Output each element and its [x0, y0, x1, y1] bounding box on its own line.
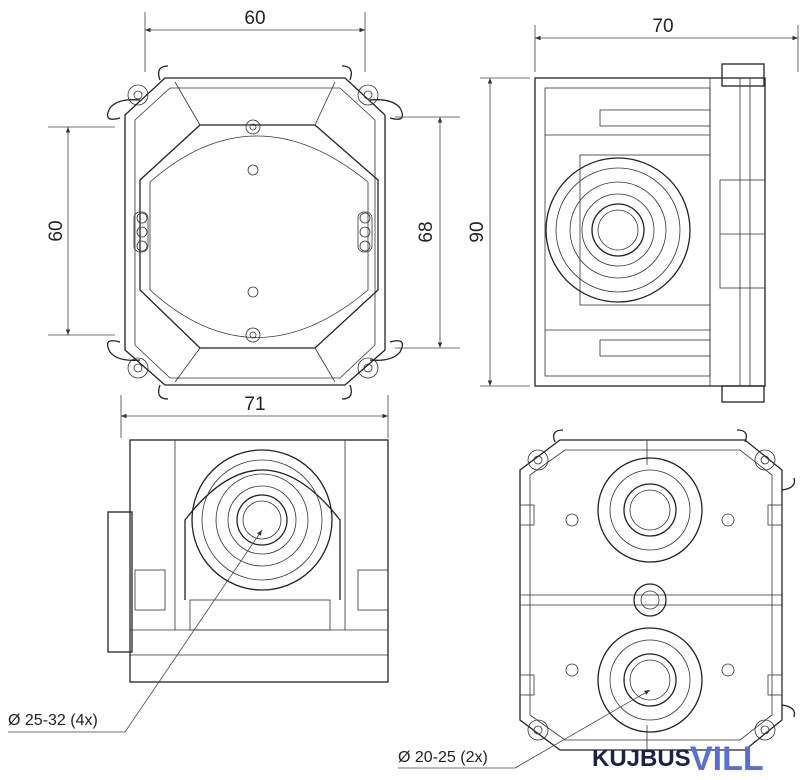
- callout-label-large-hole: Ø 25-32 (4x): [8, 712, 98, 729]
- callout-label-small-hole: Ø 20-25 (2x): [398, 749, 488, 766]
- dimension-side-height: 90: [467, 77, 530, 387]
- dimension-label-left-height: 60: [46, 220, 67, 241]
- dimension-top-width: 60: [144, 8, 366, 72]
- dimension-side-width: 70: [534, 16, 799, 72]
- dimension-label-bottom-width: 71: [244, 394, 265, 415]
- top-view: [519, 429, 796, 751]
- dimension-right-height: 68: [395, 116, 460, 349]
- bottom-front-view: [107, 439, 389, 683]
- brand-logo-part2: VILL: [690, 740, 764, 778]
- callout-small-hole: Ø 20-25 (2x): [398, 689, 651, 769]
- side-view: [534, 63, 766, 403]
- dimension-left-height: 60: [46, 126, 115, 336]
- front-view: [106, 65, 404, 400]
- dimension-label-right-height: 68: [416, 221, 437, 242]
- brand-logo: KUJBUS VILL: [592, 740, 764, 778]
- dimension-label-side-width: 70: [652, 16, 673, 37]
- callout-large-hole: Ø 25-32 (4x): [8, 529, 263, 733]
- dimension-bottom-width: 71: [120, 394, 389, 438]
- dimension-label-side-height: 90: [467, 221, 488, 242]
- brand-logo-part1: KUJBUS: [592, 745, 691, 772]
- dimension-label-top-width: 60: [244, 8, 265, 29]
